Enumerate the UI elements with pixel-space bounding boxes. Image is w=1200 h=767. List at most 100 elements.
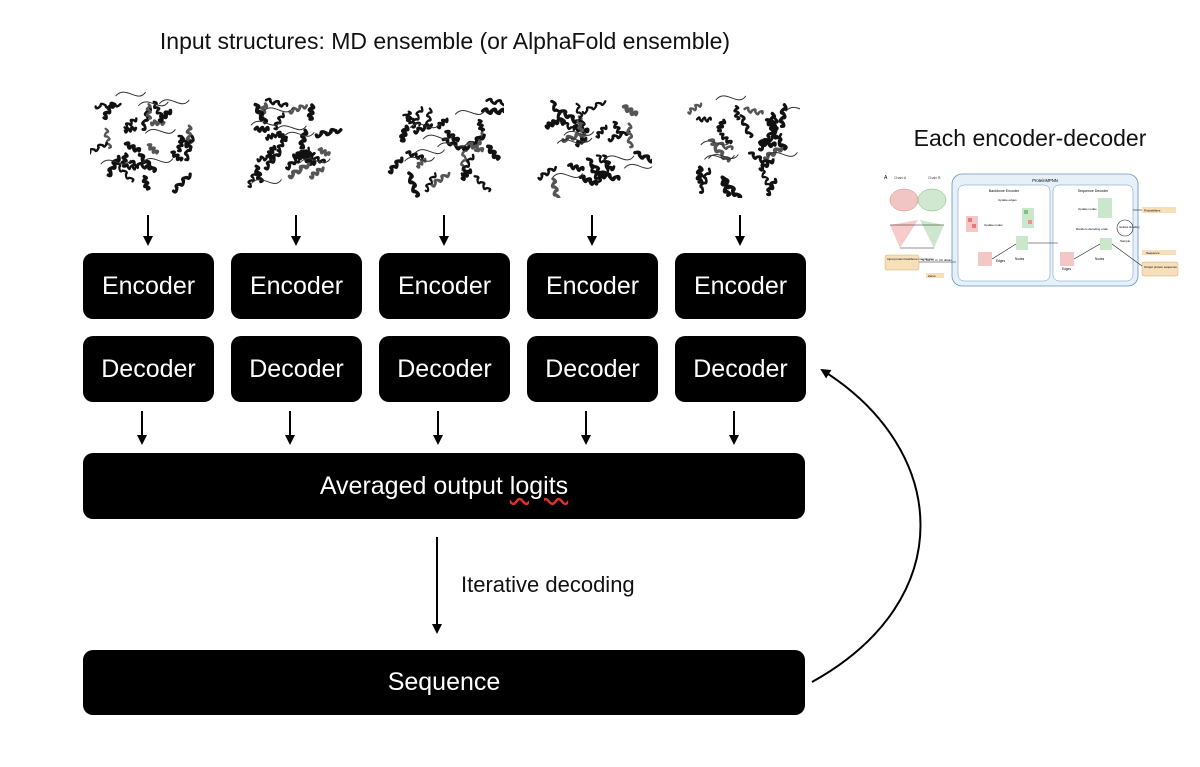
input-box-label: Input protein backbone coordinates: [887, 257, 934, 261]
loop-strand: [115, 91, 147, 97]
helix-ribbon: [146, 143, 160, 155]
loop-strand: [715, 95, 747, 101]
helix-ribbon: [467, 141, 485, 153]
loop-strand: [700, 140, 732, 146]
helix-ribbon: [698, 167, 712, 194]
loop-strand: [145, 128, 176, 134]
helix-ribbon: [707, 138, 734, 151]
helix-ribbon: [407, 171, 421, 198]
helix-ribbon: [314, 127, 343, 139]
helix-ribbon: [123, 141, 142, 153]
atoms-label: N, Ca, C, O, Cb distances: [922, 258, 957, 262]
helix-ribbon: [307, 153, 326, 164]
sample-label: Sample: [1120, 239, 1131, 243]
panel-label: A: [884, 175, 888, 181]
loop-strand: [767, 151, 798, 157]
loop-strand: [250, 120, 282, 126]
decoder-box-3: Decoder: [379, 336, 510, 402]
helix-ribbon: [581, 100, 607, 115]
encoder-box-4: Encoder: [527, 253, 658, 319]
protein-structure-1: [90, 91, 195, 194]
edges-1-label: Edges: [996, 259, 1005, 263]
helix-ribbon: [460, 168, 473, 182]
loop-strand: [283, 131, 315, 137]
helix-ribbon: [460, 153, 475, 176]
helix-ribbon: [170, 150, 184, 162]
helix-ribbon: [575, 102, 586, 127]
helix-ribbon: [137, 153, 158, 173]
helix-ribbon: [607, 130, 631, 143]
graph-triangle-a: [890, 220, 918, 248]
helix-ribbon: [550, 99, 567, 125]
backbone-encoder-label: Backbone Encoder: [989, 189, 1020, 193]
loop-strand: [142, 158, 174, 163]
proteinmpnn-mini-figure: A Chain A Chain B Input protein backbone…: [884, 173, 1179, 287]
decoder-nodes-block: [1100, 238, 1112, 250]
helix-ribbon: [263, 149, 282, 171]
helix-ribbon: [695, 165, 704, 184]
side-title: Each encoder-decoder: [913, 125, 1147, 151]
decoder-edges-block: [1060, 252, 1074, 266]
helix-ribbon: [537, 165, 557, 181]
helix-ribbon: [256, 154, 275, 163]
helix-ribbon: [444, 129, 461, 143]
helix-ribbon: [114, 162, 135, 183]
helix-ribbon: [157, 108, 173, 123]
zeros-box: [926, 273, 944, 278]
helix-ribbon: [183, 135, 195, 162]
helix-ribbon: [123, 125, 138, 134]
helix-ribbon: [430, 171, 451, 188]
encoder-matrix-1: [966, 216, 978, 232]
helix-ribbon: [743, 106, 764, 116]
update-nodes-dec-label: Update nodes: [1078, 207, 1097, 211]
loop-strand: [422, 134, 454, 140]
helix-ribbon: [762, 145, 785, 162]
decoder-box-1: Decoder: [83, 336, 214, 402]
helix-ribbon: [103, 127, 113, 149]
encoder-nodes-block: [1016, 236, 1028, 250]
update-nodes-enc-label: Update nodes: [984, 223, 1003, 227]
iterative-decoding-label: Iterative decoding: [461, 572, 635, 597]
helix-ribbon: [145, 103, 153, 120]
sequence-box: Sequence: [83, 650, 805, 715]
helix-ribbon: [716, 118, 727, 133]
helix-ribbon: [276, 136, 288, 153]
loop-strand: [251, 178, 282, 184]
helix-ribbon: [687, 102, 703, 115]
output-box: [1141, 261, 1179, 277]
helix-ribbon: [550, 177, 561, 198]
helix-ribbon: [102, 102, 115, 121]
loop-strand: [137, 101, 169, 107]
protein-structure-4: [537, 99, 652, 198]
decoder-box-2: Decoder: [231, 336, 362, 402]
protein-structure-5: [687, 95, 800, 198]
helix-ribbon: [463, 133, 486, 151]
zeros-label: Zeros: [928, 274, 936, 278]
loop-strand: [414, 149, 445, 155]
loop-strand: [437, 142, 468, 148]
loop-strand: [704, 154, 735, 160]
iterative-mini-label: Iterative decoding: [1119, 225, 1140, 229]
loop-strand: [563, 130, 595, 136]
helix-ribbon: [778, 103, 788, 129]
helix-ribbon: [266, 144, 277, 158]
nodes-2-label: Nodes: [1095, 257, 1105, 261]
graph-triangle-b: [920, 220, 944, 248]
input-box: [884, 254, 920, 271]
helix-ribbon: [481, 107, 504, 116]
helix-ribbon: [572, 123, 590, 134]
helix-ribbon: [436, 117, 449, 130]
helix-ribbon: [387, 156, 404, 175]
helix-ribbon: [760, 168, 773, 189]
helix-ribbon: [276, 130, 288, 141]
averaged-logits-box: Averaged output logits: [83, 453, 805, 519]
encoder-box-5: Encoder: [675, 253, 806, 319]
update-edges-label: Update edges: [998, 198, 1017, 202]
helix-ribbon: [106, 154, 121, 178]
loop-strand: [299, 158, 331, 164]
helix-ribbon: [425, 107, 433, 130]
chain-b-label: Chain B: [928, 176, 941, 180]
helix-ribbon: [253, 102, 269, 125]
output-box-label: Output protein sequence: [1144, 265, 1177, 269]
helix-ribbon: [544, 119, 560, 130]
